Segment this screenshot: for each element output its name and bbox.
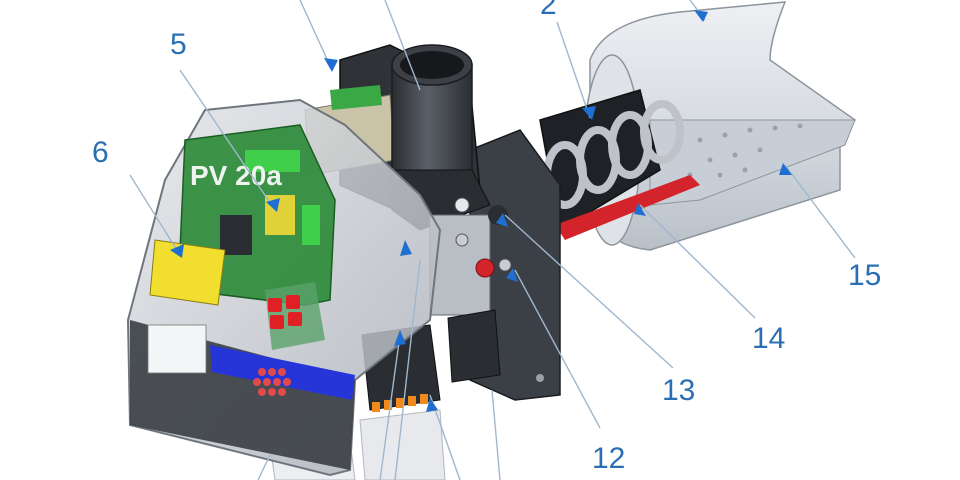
callout-12: 12 <box>592 442 625 475</box>
lower-components <box>269 309 501 480</box>
callout-2: 2 <box>540 0 557 21</box>
circuit-board: PV 20a <box>149 124 336 350</box>
callout-6: 6 <box>92 136 109 169</box>
callout-15: 15 <box>848 259 881 292</box>
logo-cluster <box>253 368 291 396</box>
callout-labels: 2 5 6 12 13 14 15 <box>92 0 881 475</box>
screw-channel <box>539 89 700 240</box>
leader-lines <box>129 0 856 480</box>
button-cluster <box>268 295 302 329</box>
callout-13: 13 <box>662 374 695 407</box>
panel-label: PV 20a <box>190 160 282 191</box>
callout-14: 14 <box>752 322 785 355</box>
callout-5: 5 <box>170 28 187 61</box>
arrow-heads <box>170 10 792 412</box>
